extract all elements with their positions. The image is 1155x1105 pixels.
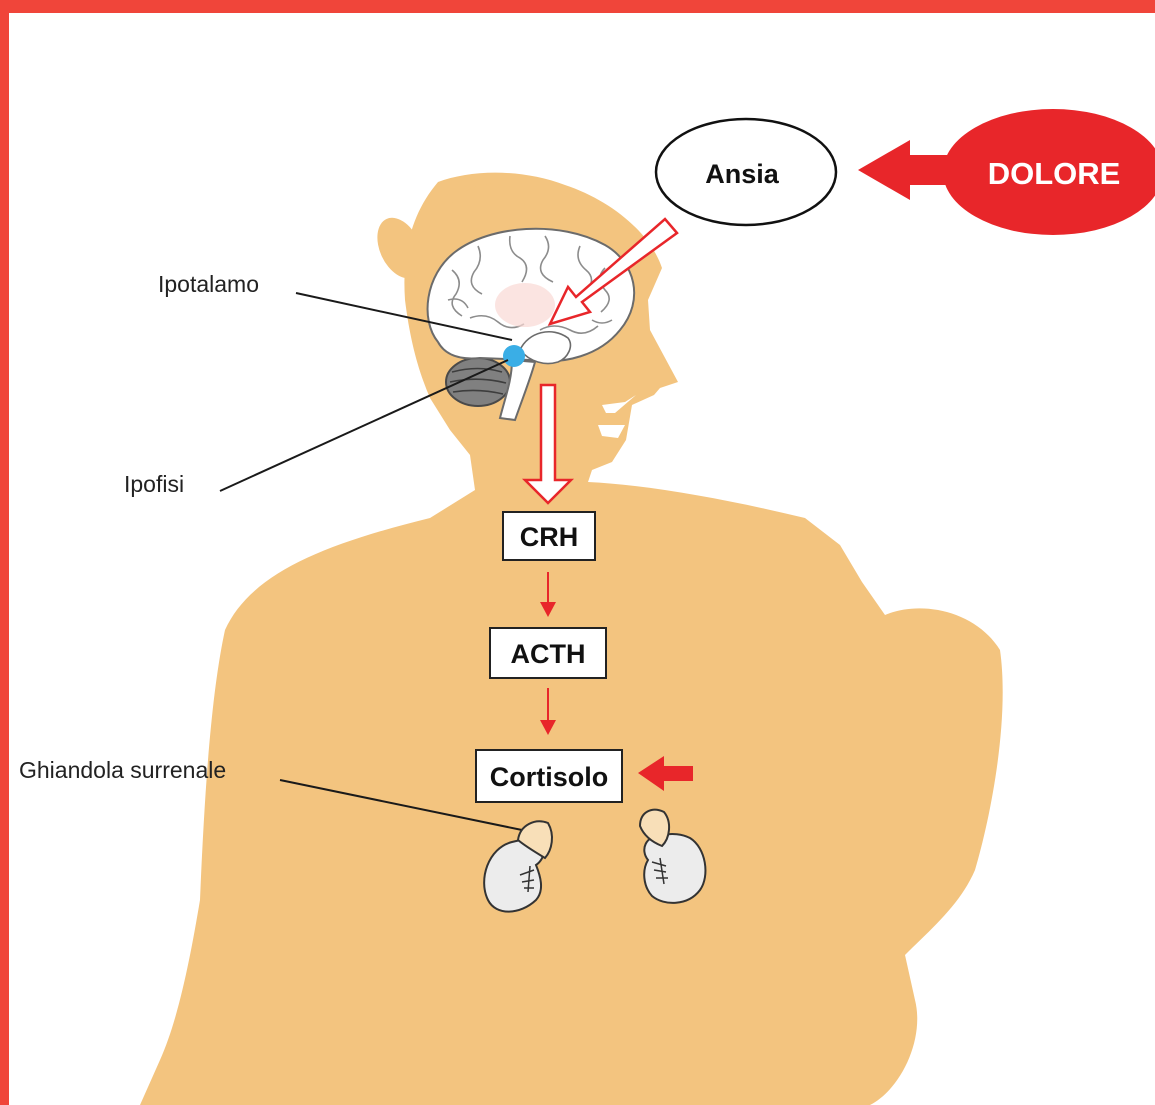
anxiety-node-label: Ansia — [705, 159, 780, 189]
pain-node-label: DOLORE — [988, 156, 1121, 191]
pituitary-gland — [503, 345, 525, 367]
cortisol-node-label: Cortisolo — [490, 762, 609, 792]
pain-to-anxiety-arrow — [858, 140, 960, 200]
crh-node-label: CRH — [520, 522, 579, 552]
hypothalamus-label: Ipotalamo — [158, 271, 259, 297]
adrenal-gland-label: Ghiandola surrenale — [19, 757, 226, 783]
pituitary-label: Ipofisi — [124, 471, 184, 497]
brain-highlight — [495, 283, 555, 327]
top-frame-bar — [0, 0, 1155, 13]
right-kidney — [644, 834, 705, 903]
left-frame-bar — [0, 0, 9, 1105]
acth-node-label: ACTH — [511, 639, 586, 669]
